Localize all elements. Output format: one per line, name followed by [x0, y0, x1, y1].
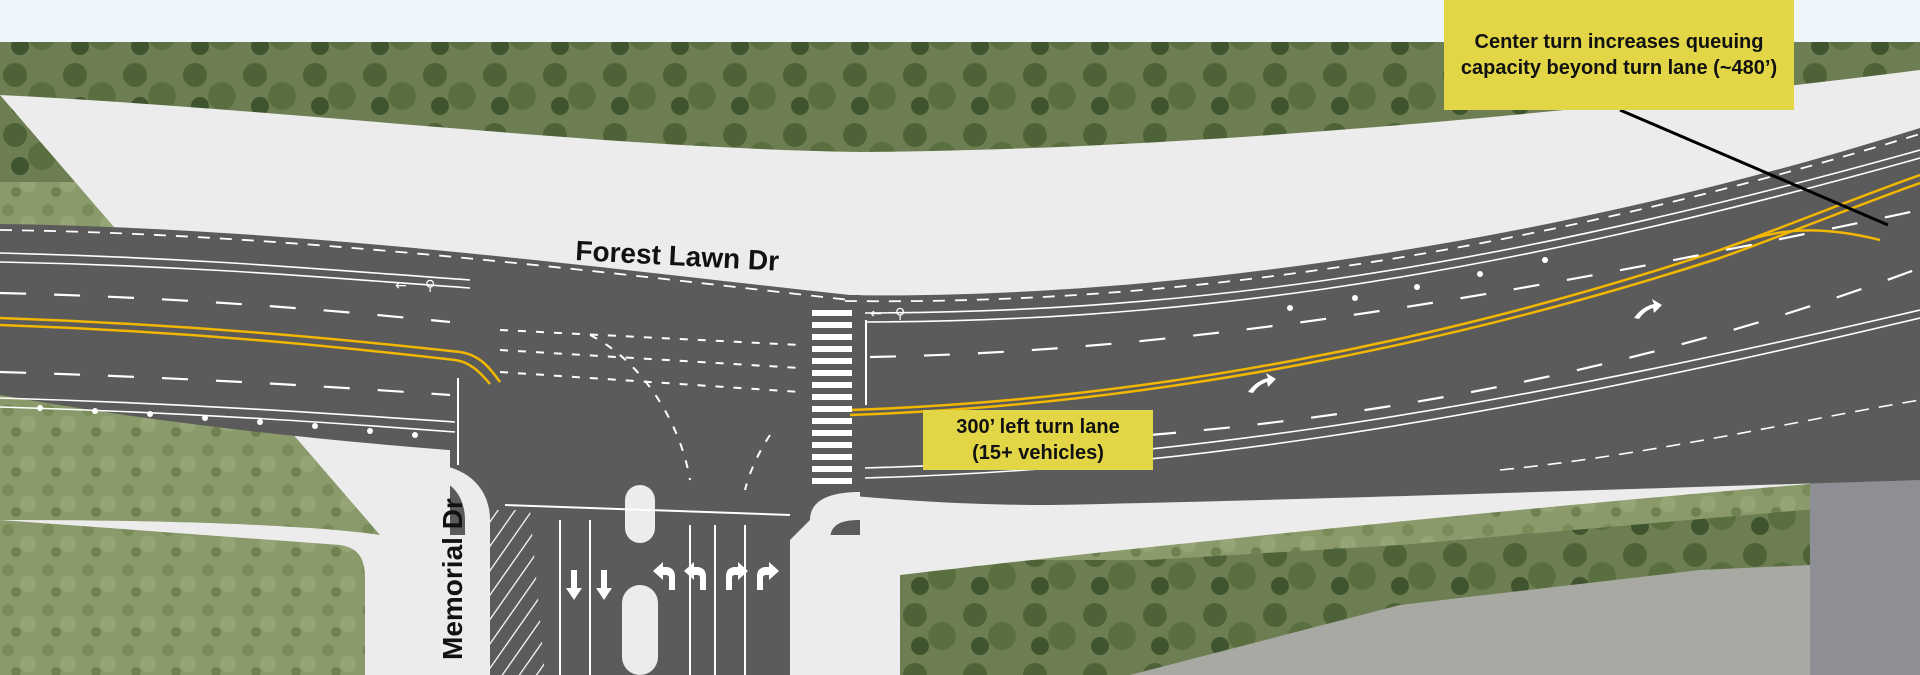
edge-lines	[0, 133, 1920, 303]
bicycle-icon: ⚲	[895, 306, 905, 322]
callout-leader-line	[1619, 108, 1889, 227]
bike-lane-lines-east	[864, 149, 1920, 479]
callout-left-turn-line1: 300’ left turn lane	[956, 416, 1120, 438]
turn-guide-lines	[499, 329, 801, 491]
arrow-down-icon	[596, 570, 612, 600]
callout-left-turn-lane: 300’ left turn lane (15+ vehicles)	[923, 410, 1153, 470]
bicycle-icon: ⚲	[425, 278, 435, 294]
right-turn-arrow-icon	[726, 562, 748, 590]
curb-return-west	[440, 465, 490, 675]
arrow-down-icon	[566, 570, 582, 600]
side-street-lanes	[559, 520, 746, 675]
callout-center-turn-text: Center turn increases queuing capacity b…	[1460, 31, 1778, 79]
intersection-box	[450, 295, 860, 535]
crosswalk	[812, 310, 852, 484]
hatched-island	[490, 510, 545, 675]
arrow-left-icon: ←	[870, 306, 882, 322]
stop-bars	[457, 320, 867, 516]
street-label-memorial: Memorial Dr	[437, 498, 468, 660]
callout-left-turn-line2: (15+ vehicles)	[972, 442, 1104, 464]
bike-buffer-dots	[37, 257, 1548, 438]
median-nose-north	[625, 485, 655, 543]
left-turn-arrow-icon	[1248, 373, 1276, 393]
right-turn-arrow-icon	[757, 562, 779, 590]
callout-center-turn: Center turn increases queuing capacity b…	[1444, 0, 1794, 110]
curb-return-east	[790, 492, 860, 675]
grass-southwest	[0, 520, 365, 675]
median-nose-south	[622, 585, 658, 675]
arrow-left-icon: ←	[395, 278, 407, 294]
center-line-yellow	[0, 173, 1920, 417]
lane-arrows: ← ⚲ ← ⚲	[395, 278, 1662, 600]
left-turn-arrow-icon	[1634, 299, 1662, 319]
left-turn-arrow-icon	[653, 562, 675, 590]
lane-markings-east	[869, 208, 1920, 437]
left-turn-arrow-icon	[684, 562, 706, 590]
lane-markings-west	[0, 291, 451, 397]
bike-lane-lines-west	[0, 252, 471, 433]
